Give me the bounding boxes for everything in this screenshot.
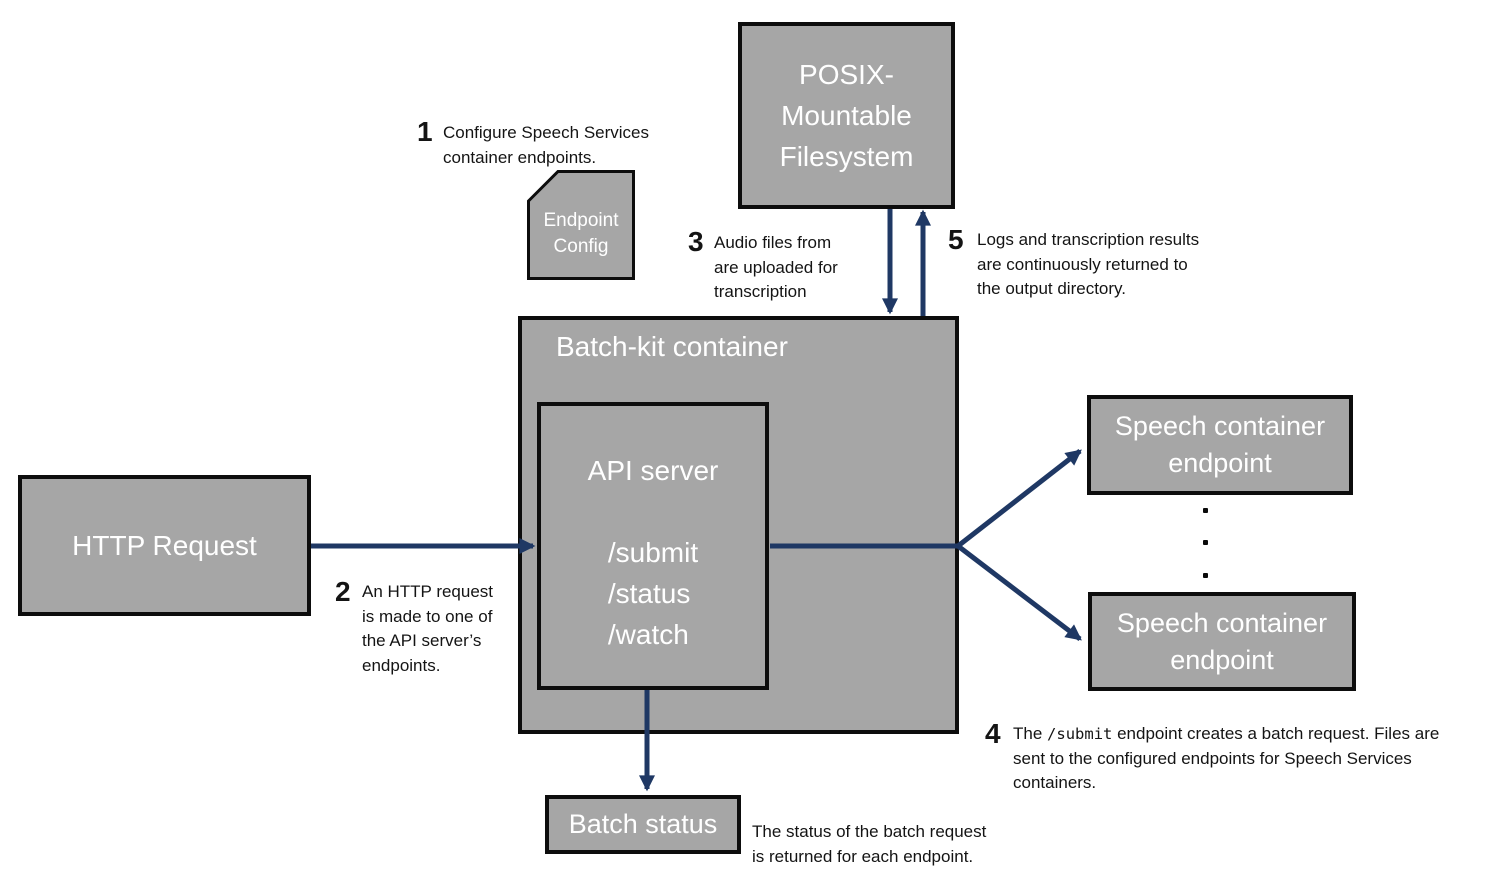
- step-5-line: the output directory.: [977, 279, 1126, 298]
- step-4-submit-code: /submit: [1047, 725, 1113, 743]
- step-4-text-post: endpoint creates a batch request. Files …: [1112, 724, 1440, 743]
- endpoint-config-label: Config: [553, 236, 609, 257]
- posix-filesystem-label: Filesystem: [779, 141, 914, 172]
- batch-kit-container-title: Batch-kit container: [556, 331, 788, 362]
- speech-endpoint-top-box: Speech container endpoint: [1087, 395, 1353, 495]
- step-2-text: An HTTP request is made to one of the AP…: [362, 580, 493, 678]
- api-endpoint-status: /status: [607, 578, 691, 609]
- step-2-line: An HTTP request: [362, 582, 494, 601]
- ellipsis-dot: [1203, 508, 1208, 513]
- step-2-line: endpoints.: [362, 655, 441, 675]
- ellipsis-dot: [1203, 540, 1208, 545]
- speech-endpoint-label: Speech container: [1116, 607, 1328, 638]
- step-5-line: Logs and transcription results: [977, 230, 1200, 249]
- speech-endpoint-label: endpoint: [1170, 644, 1274, 675]
- step-1-text: Configure Speech Services container endp…: [443, 121, 649, 170]
- batch-status-caption-line: is returned for each endpoint.: [752, 846, 974, 866]
- speech-endpoint-bottom-box: Speech container endpoint: [1088, 592, 1356, 691]
- arrow-to-speech-bottom: [956, 544, 1082, 641]
- step-5-text: Logs and transcription results are conti…: [977, 228, 1199, 302]
- step-3-text: Audio files from are uploaded for transc…: [714, 231, 838, 305]
- batch-status-caption: The status of the batch request is retur…: [752, 820, 986, 869]
- step-3-line: transcription: [714, 282, 807, 301]
- posix-filesystem-label: POSIX-: [799, 59, 894, 90]
- step-4-line: The /submit endpoint creates a batch req…: [1013, 722, 1439, 747]
- posix-filesystem-label: Mountable: [781, 100, 912, 131]
- step-3-line: are uploaded for: [714, 257, 838, 277]
- api-endpoint-watch: /watch: [607, 619, 689, 650]
- batch-status-box: Batch status: [545, 795, 741, 854]
- step-4-text-pre: The: [1013, 724, 1048, 743]
- step-5-number: 5: [948, 224, 964, 255]
- api-endpoint-submit: /submit: [607, 537, 699, 568]
- step-5-line: are continuously returned to: [977, 254, 1188, 274]
- step-4-line: containers.: [1013, 773, 1097, 792]
- speech-endpoint-label: endpoint: [1168, 448, 1272, 478]
- step-4-line: sent to the configured endpoints for Spe…: [1013, 748, 1412, 768]
- step-2-line: the API server’s: [362, 631, 482, 650]
- api-server-box: API server /submit /status /watch: [537, 402, 769, 690]
- step-2-line: is made to one of: [362, 606, 493, 626]
- step-4-text: The /submit endpoint creates a batch req…: [1013, 722, 1439, 796]
- api-server-title: API server: [587, 455, 719, 486]
- step-3-line: Audio files from: [714, 233, 832, 252]
- speech-endpoint-label: Speech container: [1114, 411, 1326, 441]
- step-1-line: Configure Speech Services: [443, 123, 650, 142]
- arrow-to-speech-top: [956, 449, 1082, 548]
- http-request-label: HTTP Request: [72, 529, 257, 561]
- endpoint-config-label: Endpoint: [543, 210, 619, 231]
- step-4-number: 4: [985, 718, 1001, 749]
- api-server-endpoints: /submit /status /watch: [541, 532, 765, 655]
- ellipsis-dot: [1203, 573, 1208, 578]
- step-1-number: 1: [417, 116, 433, 147]
- posix-filesystem-box: POSIX- Mountable Filesystem: [738, 22, 955, 209]
- step-2-number: 2: [335, 576, 351, 607]
- step-1-line: container endpoints.: [443, 147, 597, 167]
- endpoint-config-box: Endpoint Config: [527, 170, 635, 280]
- http-request-box: HTTP Request: [18, 475, 311, 616]
- endpoint-config-shape: [527, 170, 635, 280]
- batch-status-label: Batch status: [568, 809, 718, 839]
- batch-status-caption-line: The status of the batch request: [752, 822, 987, 841]
- step-3-number: 3: [688, 226, 704, 257]
